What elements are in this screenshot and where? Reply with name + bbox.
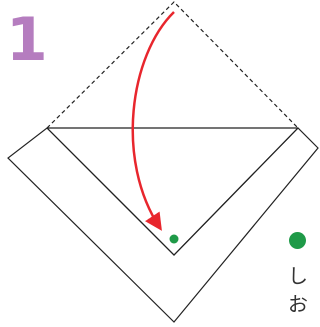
folded-flap-edge xyxy=(46,127,299,256)
target-point-dot xyxy=(169,234,179,244)
note-text-line-2: お xyxy=(288,292,308,316)
note-text-line-1: し xyxy=(288,264,308,288)
fold-down-arrow xyxy=(131,11,175,231)
paper-outline xyxy=(7,127,319,323)
note-bullet-dot xyxy=(289,232,306,249)
step-number: 1 xyxy=(6,5,48,75)
dashed-fold-triangle xyxy=(46,1,299,129)
